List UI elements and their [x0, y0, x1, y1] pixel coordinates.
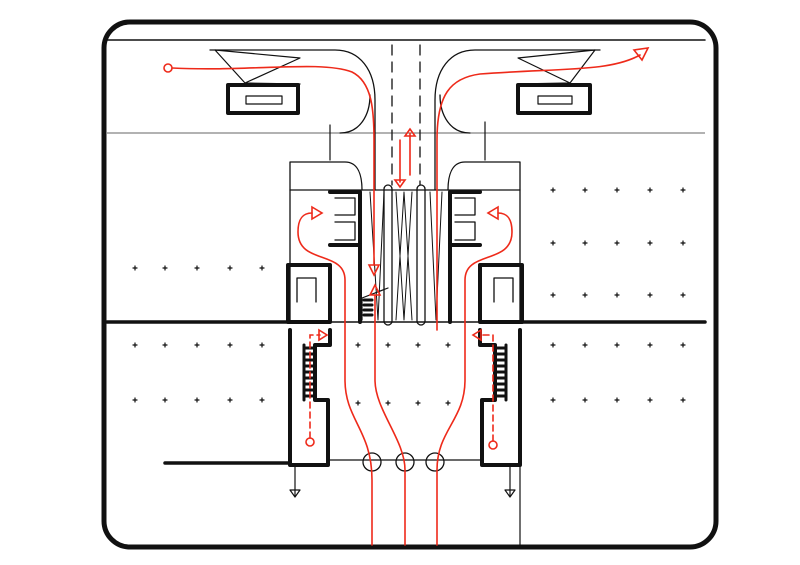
column-mark	[415, 400, 421, 406]
gate-left	[383, 184, 393, 326]
canopy-right	[517, 49, 596, 85]
outer-frame	[101, 19, 719, 550]
booth-left	[226, 83, 300, 115]
top-road	[106, 39, 706, 191]
column-mark	[614, 397, 620, 403]
column-mark	[550, 187, 556, 193]
column-mark	[647, 292, 653, 298]
column-mark	[647, 240, 653, 246]
column-mark	[385, 400, 391, 406]
column-mark	[614, 240, 620, 246]
column-mark	[194, 397, 200, 403]
gate-right	[416, 184, 426, 326]
column-mark	[445, 342, 451, 348]
column-mark	[582, 397, 588, 403]
column-mark	[227, 342, 233, 348]
column-mark	[194, 342, 200, 348]
column-mark	[582, 342, 588, 348]
column-mark	[680, 342, 686, 348]
column-mark	[194, 265, 200, 271]
booth-right	[516, 83, 592, 115]
column-mark	[614, 342, 620, 348]
column-mark	[132, 265, 138, 271]
column-mark	[550, 292, 556, 298]
column-mark	[680, 187, 686, 193]
column-mark	[259, 342, 265, 348]
column-mark	[162, 342, 168, 348]
building-structure	[105, 161, 707, 546]
column-mark	[227, 265, 233, 271]
circulation-paths	[163, 46, 650, 546]
column-mark	[614, 187, 620, 193]
column-mark	[355, 342, 361, 348]
column-mark	[132, 342, 138, 348]
column-mark	[550, 342, 556, 348]
column-mark	[550, 240, 556, 246]
column-mark	[582, 187, 588, 193]
column-mark	[550, 397, 556, 403]
column-mark	[385, 342, 391, 348]
column-mark	[647, 187, 653, 193]
column-mark	[582, 240, 588, 246]
column-mark	[162, 397, 168, 403]
column-mark	[259, 265, 265, 271]
column-mark	[162, 265, 168, 271]
column-mark	[132, 397, 138, 403]
bollard	[425, 452, 445, 472]
column-mark	[355, 400, 361, 406]
column-mark	[614, 292, 620, 298]
column-mark	[680, 292, 686, 298]
column-mark	[259, 397, 265, 403]
column-mark	[582, 292, 588, 298]
column-mark	[227, 397, 233, 403]
column-mark	[647, 342, 653, 348]
column-mark	[680, 397, 686, 403]
column-mark	[647, 397, 653, 403]
column-mark	[680, 240, 686, 246]
column-mark	[445, 400, 451, 406]
column-grid	[132, 187, 686, 406]
column-mark	[415, 342, 421, 348]
